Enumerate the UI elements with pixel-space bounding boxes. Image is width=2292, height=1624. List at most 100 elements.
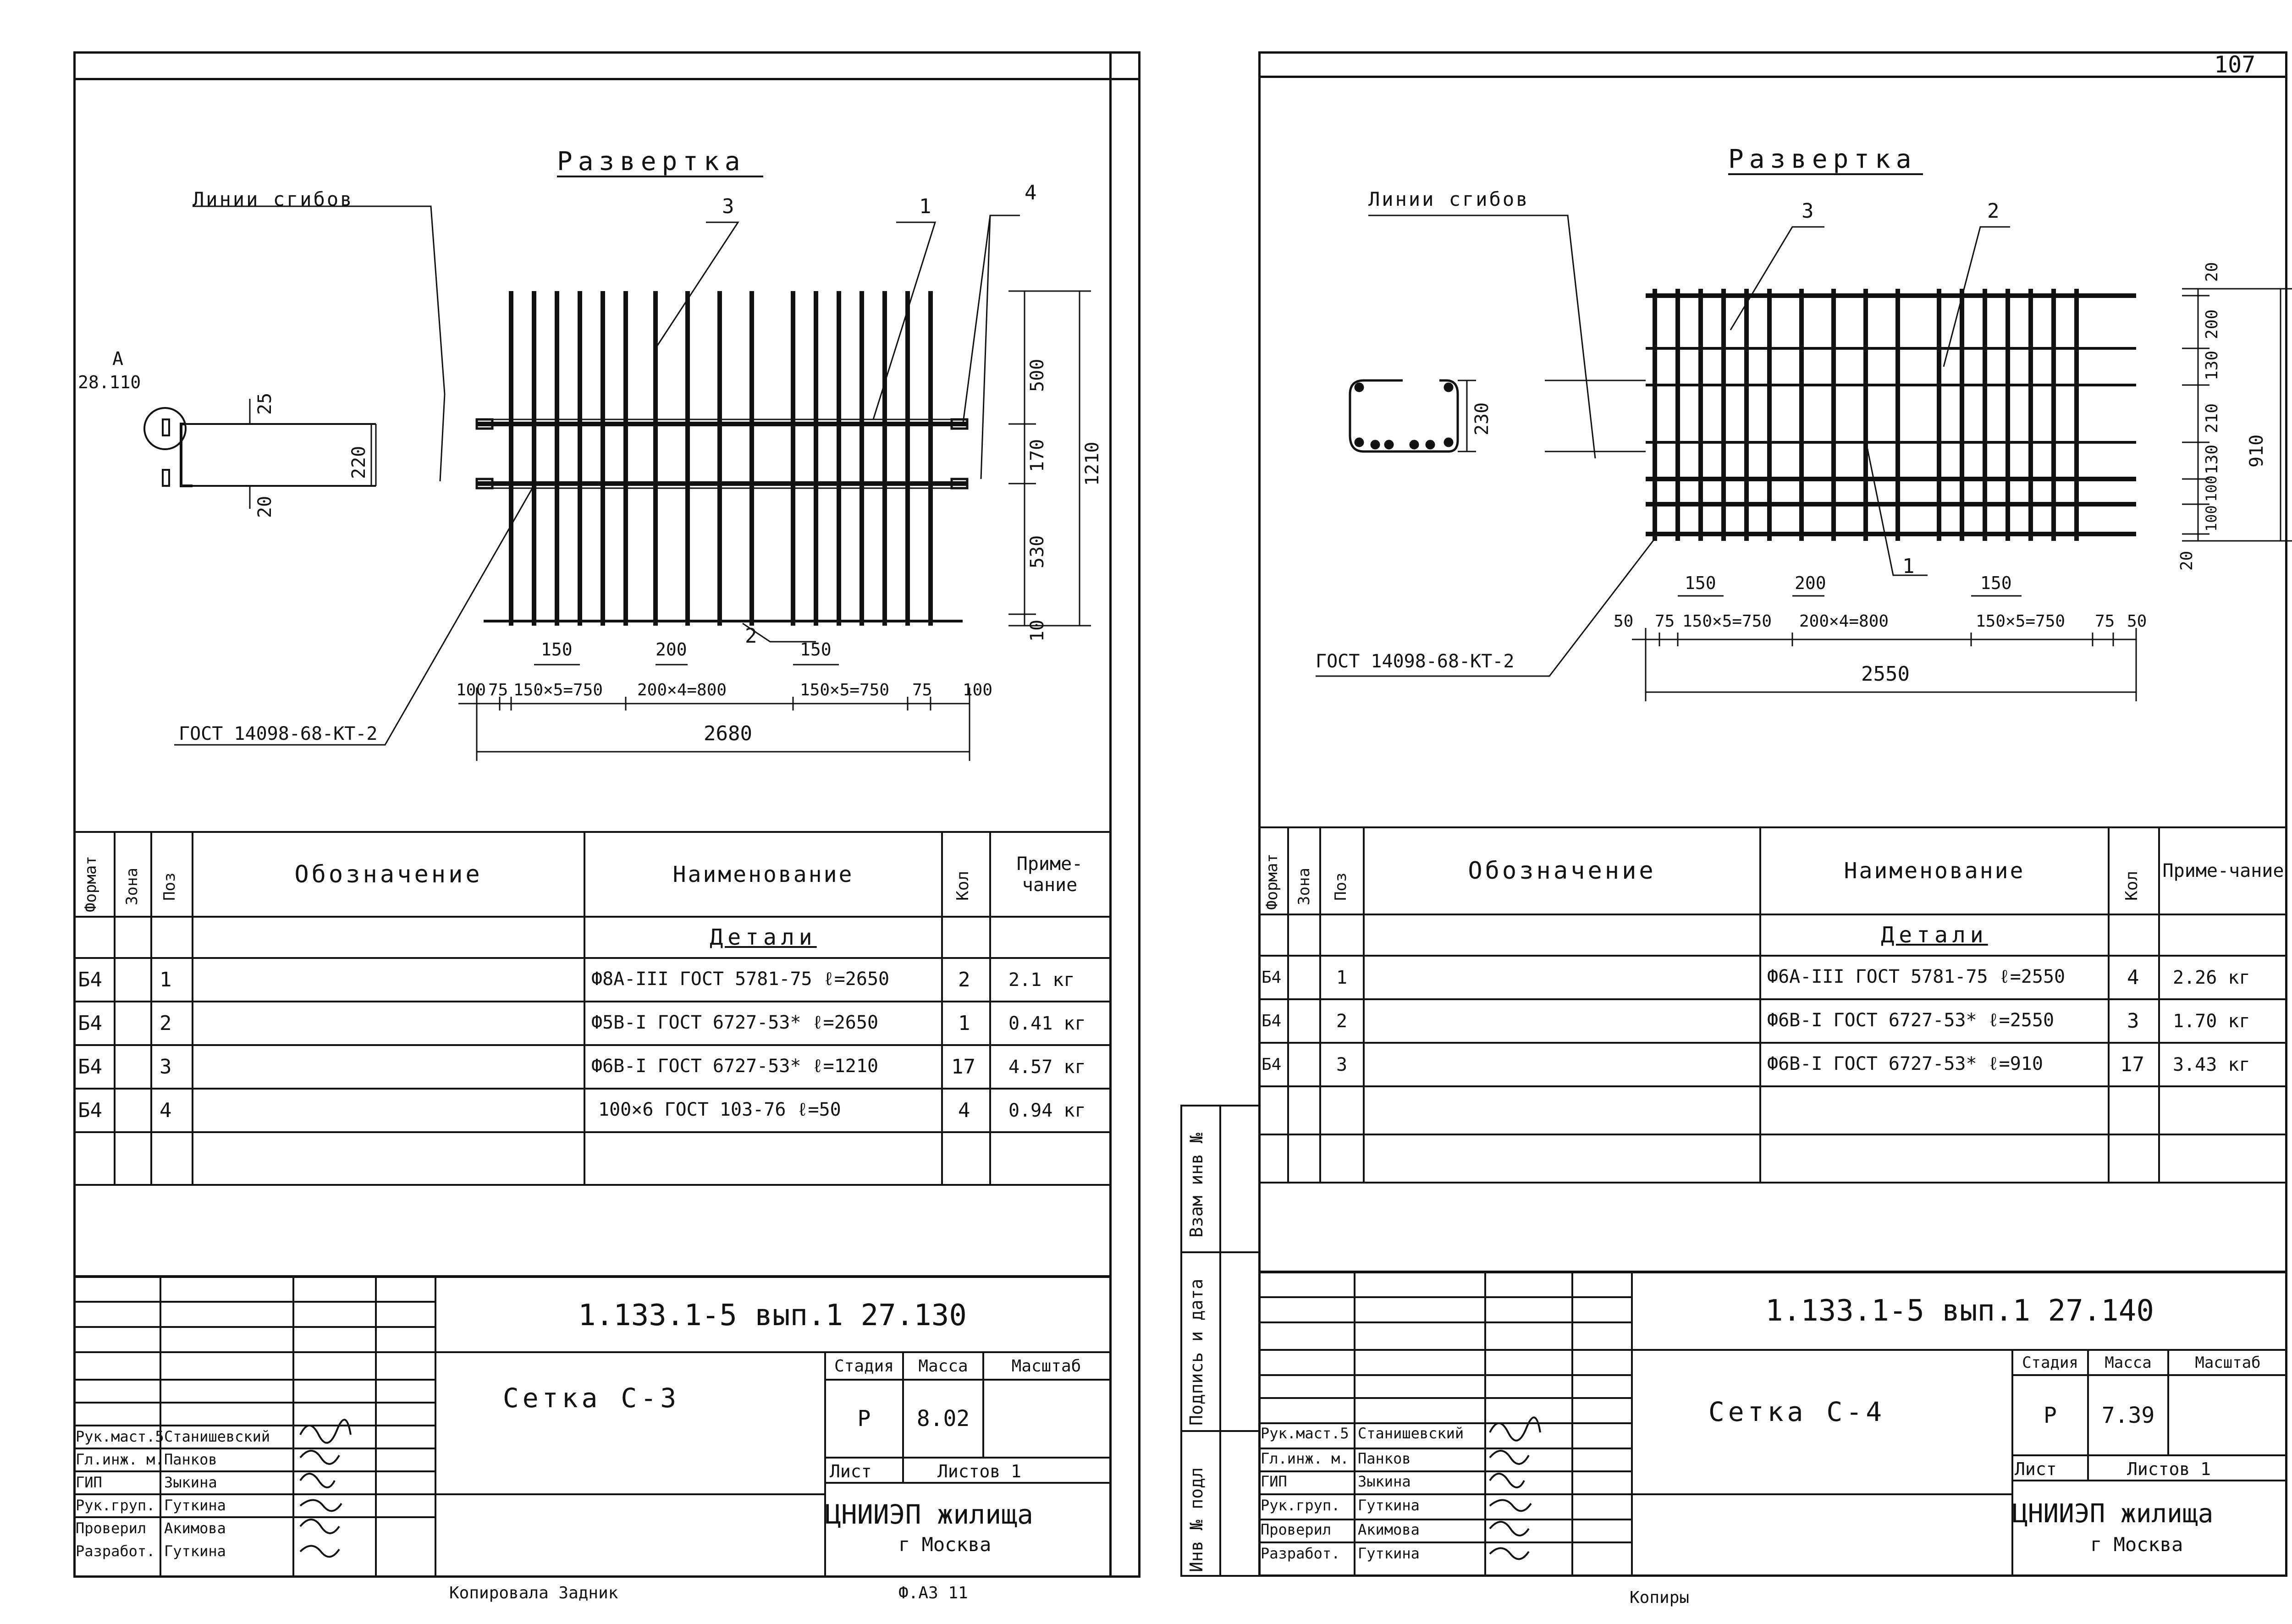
table-row-qty: 2 xyxy=(958,968,970,991)
right-dim-200: 200 xyxy=(1795,573,1826,593)
stamp-name: Гуткина xyxy=(1358,1545,1420,1562)
right-gost-weld: ГОСТ 14098-68-КТ-2 xyxy=(1316,651,1515,672)
stamp-name: Зыкина xyxy=(1358,1473,1411,1490)
left-dim-150b: 150 xyxy=(800,639,832,660)
right-scale-label: Масштаб xyxy=(2195,1353,2261,1372)
left-th-designation: Обозначение xyxy=(294,860,483,888)
right-mass-value: 7.39 xyxy=(2101,1402,2155,1428)
stamp-role: Проверил xyxy=(76,1519,147,1537)
stamp-role: ГИП xyxy=(1261,1473,1287,1490)
right-dim-150b: 150 xyxy=(1980,573,2012,593)
left-dim-200: 200 xyxy=(656,639,687,660)
table-row-format: Б4 xyxy=(1262,968,1282,987)
left-chain-1: 75 xyxy=(488,681,508,699)
table-row-pos: 4 xyxy=(160,1099,172,1122)
stamp-name: Панков xyxy=(1358,1450,1411,1467)
right-section-details: Детали xyxy=(1881,922,1988,948)
left-scale-label: Масштаб xyxy=(1011,1356,1081,1376)
stamp-name: Акимова xyxy=(164,1519,226,1537)
right-th-designation: Обозначение xyxy=(1468,857,1656,885)
stamp-name: Гуткина xyxy=(164,1542,226,1560)
table-row-note: 0.41 кг xyxy=(1008,1013,1086,1034)
left-city: г Москва xyxy=(898,1533,992,1556)
table-row-pos: 2 xyxy=(160,1012,172,1035)
right-transverse-bars xyxy=(1653,289,2079,541)
stamp-role: ГИП xyxy=(76,1474,102,1491)
left-chain-6: 100 xyxy=(963,681,993,699)
right-doc-code: 1.133.1-5 вып.1 27.140 xyxy=(1765,1294,2154,1328)
left-footer-note: Копировала Задник xyxy=(449,1584,618,1602)
left-pos-label-4: 4 xyxy=(1025,181,1037,204)
table-row-format: Б4 xyxy=(78,968,102,991)
left-chain-3: 200×4=800 xyxy=(637,681,727,699)
table-row-note: 1.70 кг xyxy=(2173,1010,2250,1032)
table-row-pos: 3 xyxy=(1336,1054,1348,1075)
table-row-qty: 3 xyxy=(2127,1009,2139,1033)
left-chain-2: 150×5=750 xyxy=(513,681,603,699)
left-callout-a: А xyxy=(112,348,124,369)
left-chain-0: 100 xyxy=(456,681,486,699)
left-dim-150a: 150 xyxy=(541,639,573,660)
table-row-name: Ф5В-I ГОСТ 6727-53* ℓ=2650 xyxy=(591,1012,879,1033)
table-row-format: Б4 xyxy=(78,1012,102,1035)
right-pos-label-1: 1 xyxy=(1902,555,1915,578)
stamp-name: Гуткина xyxy=(1358,1497,1420,1514)
stamp-name: Панков xyxy=(164,1451,217,1468)
right-chain-0: 50 xyxy=(1614,612,1634,631)
left-sheets-label: Листов 1 xyxy=(937,1461,1022,1481)
table-row-note: 3.43 кг xyxy=(2173,1054,2250,1075)
table-row-pos: 1 xyxy=(160,968,172,991)
stamp-role: Рук.маст.5 xyxy=(1261,1425,1349,1442)
right-stage-label: Стадия xyxy=(2022,1353,2078,1372)
stamp-role: Рук.груп. xyxy=(76,1497,155,1514)
right-org: ЦНИИЭП жилища xyxy=(2012,1499,2214,1529)
left-chain-4: 150×5=750 xyxy=(800,681,890,699)
stamp-role: Гл.инж. м. xyxy=(1261,1450,1349,1467)
table-row-qty: 1 xyxy=(958,1012,970,1035)
table-row-qty: 4 xyxy=(2127,966,2139,989)
table-row-format: Б4 xyxy=(1262,1055,1282,1074)
stamp-role: Проверил xyxy=(1261,1521,1332,1538)
right-stamp-title: Сетка С-4 xyxy=(1708,1396,1886,1427)
right-chain-5: 75 xyxy=(2095,612,2115,631)
left-pos-label-2: 2 xyxy=(745,624,757,648)
left-sheet xyxy=(73,51,1140,1578)
right-top-strip xyxy=(1258,76,2287,78)
left-stamp-title: Сетка С-3 xyxy=(502,1382,680,1414)
right-pos-label-3: 3 xyxy=(1802,199,1814,223)
left-mass-value: 8.02 xyxy=(916,1406,970,1431)
stamp-role: Рук.маст.5 xyxy=(76,1428,164,1445)
left-mass-label: Масса xyxy=(918,1356,968,1376)
table-row-name: Ф6В-I ГОСТ 6727-53* ℓ=910 xyxy=(1767,1053,2043,1074)
left-pos-label-1: 1 xyxy=(919,195,931,218)
right-sheet xyxy=(1258,51,2287,1577)
stamp-role: Гл.инж. м. xyxy=(76,1451,164,1468)
left-doc-code: 1.133.1-5 вып.1 27.130 xyxy=(578,1299,967,1332)
table-row-note: 0.94 кг xyxy=(1008,1100,1086,1121)
table-row-name: 100×6 ГОСТ 103-76 ℓ=50 xyxy=(598,1099,841,1120)
left-unfold-title: Развертка xyxy=(557,147,746,176)
table-row-format: Б4 xyxy=(78,1099,102,1122)
table-row-name: Ф6А-III ГОСТ 5781-75 ℓ=2550 xyxy=(1767,966,2066,987)
table-row-pos: 3 xyxy=(160,1055,172,1079)
stamp-name: Гуткина xyxy=(164,1497,226,1514)
left-gost-weld: ГОСТ 14098-68-КТ-2 xyxy=(179,723,378,744)
left-pos-label-3: 3 xyxy=(722,195,734,218)
table-row-name: Ф6В-I ГОСТ 6727-53* ℓ=2550 xyxy=(1767,1010,2055,1031)
stamp-name: Зыкина xyxy=(164,1474,217,1491)
table-row-note: 2.1 кг xyxy=(1008,969,1075,991)
table-row-note: 4.57 кг xyxy=(1008,1056,1086,1078)
page-number: 107 xyxy=(2214,51,2256,78)
right-stage-value: Р xyxy=(2044,1402,2057,1428)
left-chain-5: 75 xyxy=(912,681,932,699)
right-dim-total: 2550 xyxy=(1861,662,1910,686)
stamp-name: Станишевский xyxy=(164,1428,270,1445)
table-row-format: Б4 xyxy=(1262,1012,1282,1030)
left-org: ЦНИИЭП жилища xyxy=(825,1499,1033,1530)
right-mass-label: Масса xyxy=(2105,1353,2152,1372)
left-format-note: Ф.А3 11 xyxy=(898,1584,968,1602)
